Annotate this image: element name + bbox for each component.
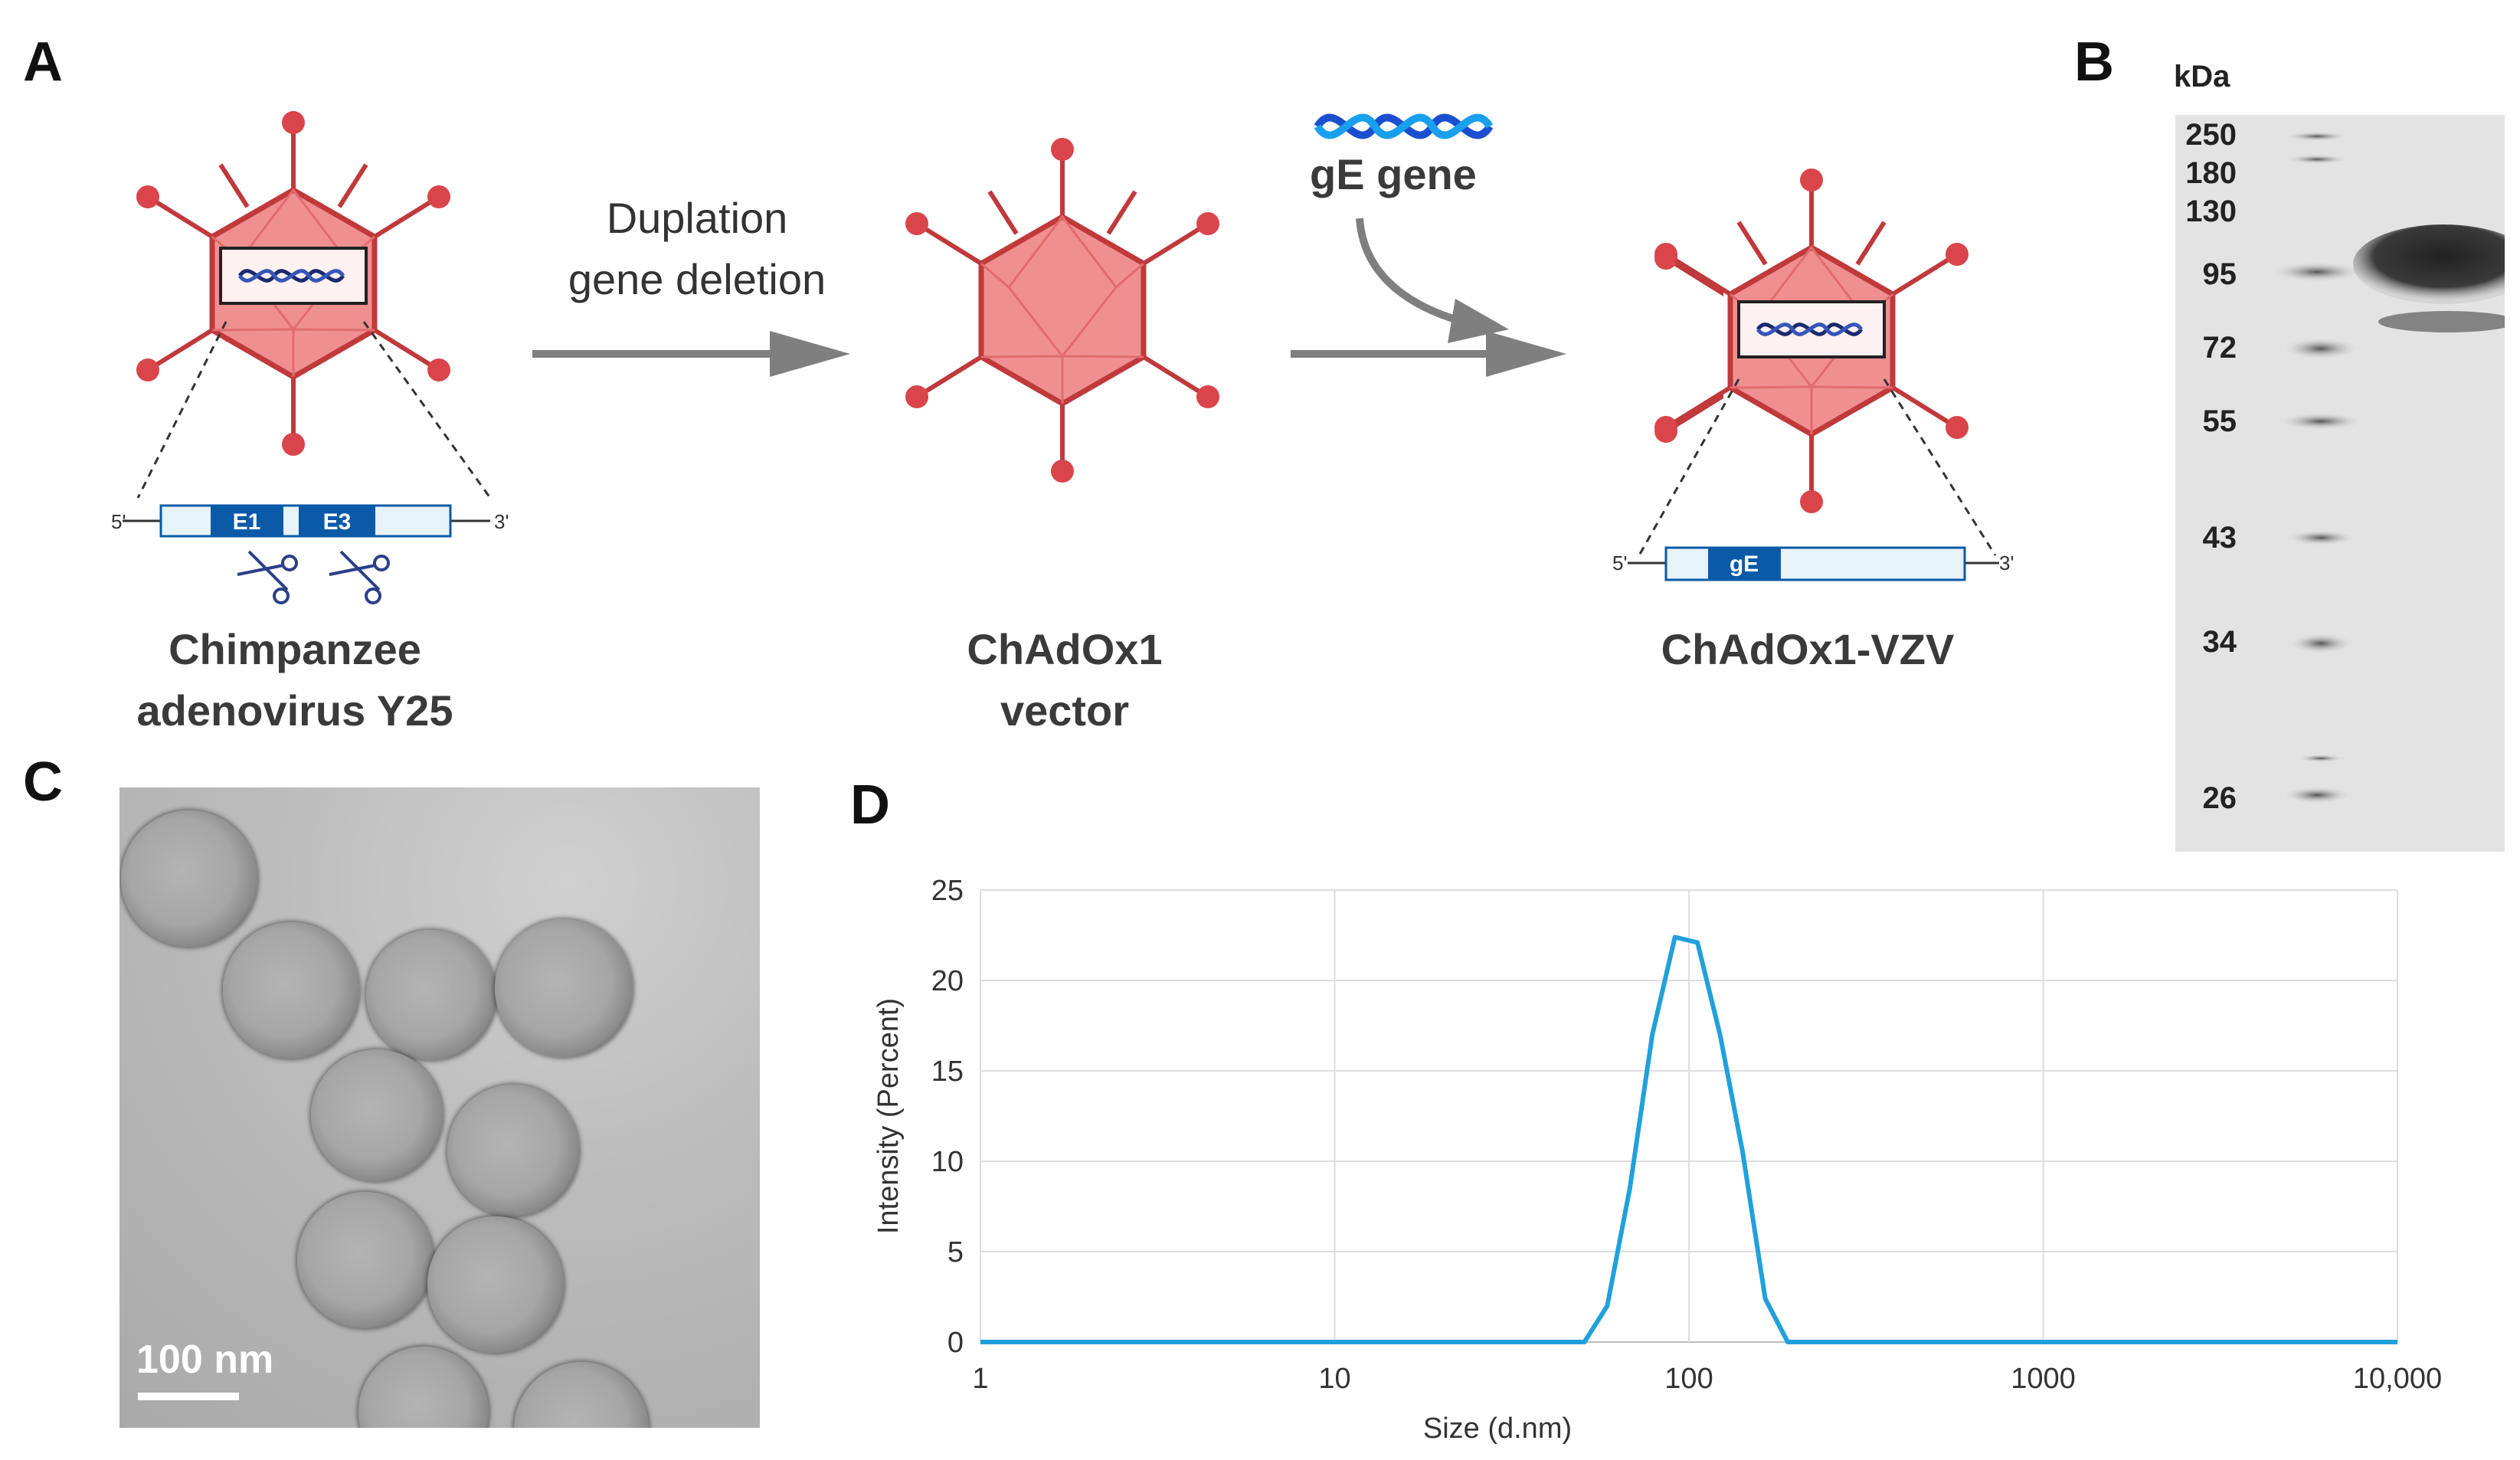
arrow-icon (1291, 331, 1566, 377)
marker-label: 95 (2202, 257, 2237, 291)
step1-label: Duplation gene deletion (568, 194, 826, 303)
scissors-icon (237, 550, 390, 604)
cassette1-three: 3' (494, 510, 509, 533)
panel-letter-d: D (850, 774, 890, 836)
marker-label: 43 (2202, 521, 2237, 555)
y-tick-label: 20 (931, 965, 964, 997)
y-tick-label: 0 (947, 1327, 964, 1359)
y-tick-label: 10 (931, 1146, 964, 1178)
series-line (980, 935, 2397, 1344)
panel-letter-c: C (23, 751, 63, 813)
cassette3-five: 5' (1612, 552, 1627, 575)
panel-letter-b: B (2074, 31, 2114, 93)
marker-label: 250 (2185, 118, 2237, 152)
western-blot (2175, 115, 2505, 852)
y-axis-label: Intensity (Percent) (872, 998, 905, 1234)
cassette1-e1: E1 (233, 509, 261, 535)
cassette3-three: 3' (1999, 552, 2014, 575)
marker-label: 55 (2202, 404, 2237, 438)
marker-label: 34 (2202, 625, 2237, 659)
dna-helix-icon (1314, 113, 1494, 139)
y-tick-label: 5 (947, 1236, 964, 1268)
scale-bar-label: 100 nm (136, 1337, 274, 1382)
x-axis-label: Size (d.nm) (1423, 1413, 1572, 1445)
y-tick-label: 15 (931, 1056, 964, 1088)
tem-micrograph (119, 787, 760, 1428)
virus2-caption: ChAdOx1 vector (967, 625, 1163, 735)
arrow-icon (532, 331, 850, 377)
marker-label: 72 (2202, 331, 2237, 365)
marker-label: 180 (2185, 156, 2237, 190)
virus3-illustration: gE 5' 3' (1612, 107, 2014, 581)
panel-letter-a: A (23, 31, 63, 93)
marker-label: 130 (2185, 195, 2237, 228)
gene-label: gE gene (1310, 150, 1477, 198)
scale-bar (138, 1393, 239, 1400)
y-tick-label: 25 (931, 875, 964, 907)
virus3-caption: ChAdOx1-VZV (1661, 625, 1955, 673)
x-tick-label: 1000 (2011, 1363, 2076, 1395)
cassette1-five: 5' (111, 510, 126, 533)
curved-arrow-icon (1356, 218, 1509, 343)
marker-label: 26 (2202, 781, 2237, 815)
panel-a-illustration: 5' 3' E1 E3 (111, 54, 1723, 604)
virus1-caption: Chimpanzee adenovirus Y25 (136, 625, 453, 735)
cassette3-ge: gE (1730, 552, 1759, 577)
blot-unit-label: kDa (2174, 60, 2230, 93)
cassette1-e3: E3 (323, 509, 352, 535)
x-tick-label: 1 (972, 1363, 988, 1395)
x-tick-label: 10,000 (2353, 1363, 2442, 1395)
x-tick-label: 10 (1318, 1363, 1350, 1395)
x-tick-label: 100 (1664, 1363, 1713, 1395)
